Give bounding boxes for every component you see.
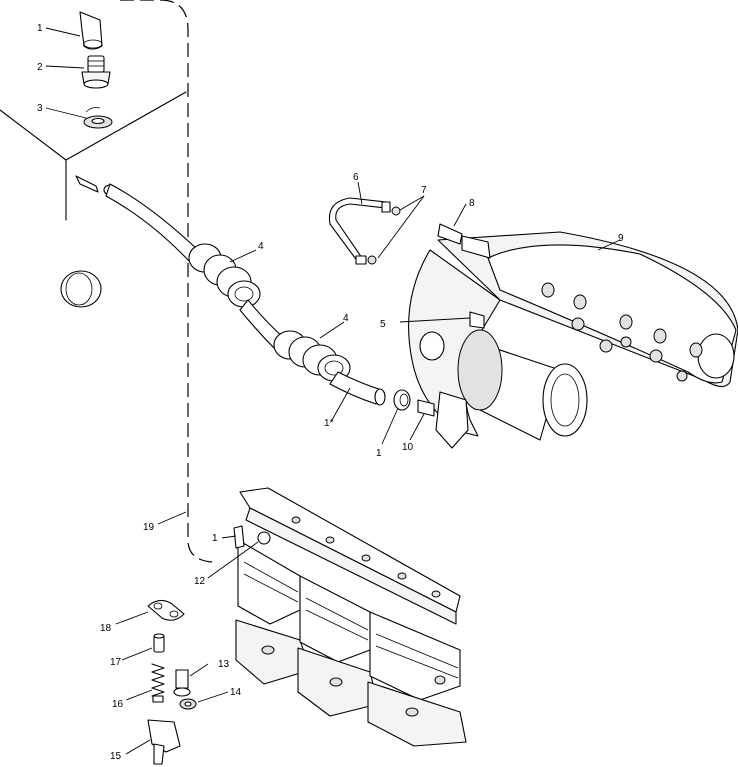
spring-part-16: [151, 663, 165, 703]
callout-labels: 1 2 3 4 4 1* 1 10 5 6 7 8 9 19 1 12 18 1…: [37, 23, 624, 762]
callout-18: 18: [100, 623, 112, 634]
callout-4-lower: 4: [343, 313, 349, 324]
valve-body-part-15: [147, 719, 181, 765]
fitting-part-10: [417, 399, 435, 417]
callout-1-top: 1: [37, 23, 43, 34]
cylinder-1: [235, 539, 311, 685]
washer-part-3: [83, 107, 113, 129]
callout-10: 10: [402, 442, 414, 453]
callout-19: 19: [143, 522, 155, 533]
callout-9: 9: [618, 233, 624, 244]
callout-7: 7: [421, 185, 427, 196]
fitting-part-2: [81, 55, 111, 89]
cylinder-head-assembly: [233, 487, 467, 747]
hose-part-1-top: [79, 11, 103, 50]
callout-6: 6: [353, 172, 359, 183]
collar-part-1: [393, 389, 411, 411]
plug-part-13: [173, 669, 191, 697]
callout-17: 17: [110, 657, 122, 668]
ring-clamp: [60, 270, 102, 308]
callout-12: 12: [194, 576, 206, 587]
fuel-tank-outline: [0, 0, 213, 563]
callout-4-upper: 4: [258, 241, 264, 252]
callout-1-head: 1: [212, 533, 218, 544]
bypass-hose-part-6: [328, 197, 391, 265]
cylinder-2: [297, 575, 379, 717]
callout-3: 3: [37, 103, 43, 114]
fitting-part-8: [437, 223, 491, 259]
callout-16: 16: [112, 699, 124, 710]
elbow-part-5: [469, 311, 485, 329]
callout-15: 15: [110, 751, 122, 762]
washer-part-14: [179, 698, 197, 710]
plunger-part-17: [153, 633, 165, 653]
clamp-part-7: [367, 206, 401, 265]
cylinder-3: [367, 611, 467, 747]
callout-13: 13: [218, 659, 230, 670]
fuel-line-assembly: [75, 175, 386, 406]
callout-8: 8: [469, 198, 475, 209]
callout-1-collar: 1: [376, 448, 382, 459]
leader-lines: [45, 27, 621, 755]
callout-14: 14: [230, 687, 242, 698]
grommet-part-4-lower: [273, 330, 351, 382]
callout-2: 2: [37, 62, 43, 73]
bracket-part-18: [147, 599, 185, 621]
grommet-part-4-upper: [188, 243, 261, 308]
exhaust-manifold-part-9: [408, 231, 738, 449]
callout-1-star: 1*: [324, 418, 334, 429]
callout-5: 5: [380, 319, 386, 330]
